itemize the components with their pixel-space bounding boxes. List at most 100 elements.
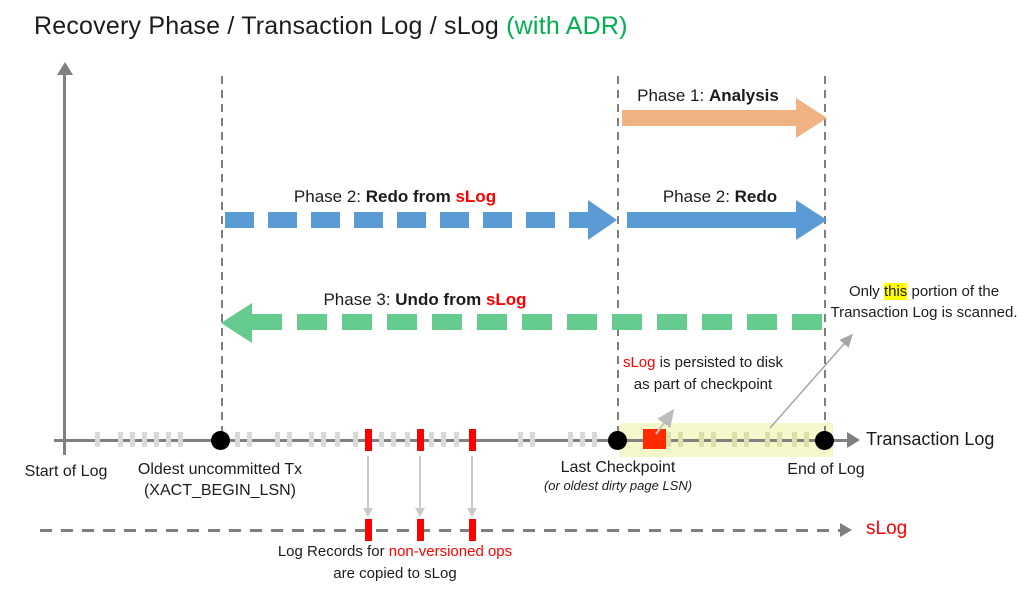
copied-note-red: non-versioned ops — [388, 543, 513, 560]
log-record-tick — [235, 432, 240, 447]
scanned-log-record-tick — [666, 432, 671, 447]
log-record-tick — [405, 432, 410, 447]
checkpoint-line2: (or oldest dirty page LSN) — [543, 478, 693, 493]
slog-line — [40, 529, 840, 532]
phase2-name: Redo — [734, 187, 778, 206]
oldest-tx-line2: (XACT_BEGIN_LSN) — [143, 482, 297, 499]
phase2-prefix: Phase 2: — [662, 187, 735, 206]
log-record-tick — [454, 432, 459, 447]
log-record-tick — [178, 432, 183, 447]
nonversioned-op-tick — [469, 429, 476, 451]
last-checkpoint-label: Last Checkpoint (or oldest dirty page LS… — [535, 457, 701, 494]
log-record-tick — [441, 432, 446, 447]
scanned-log-record-tick — [678, 432, 683, 447]
phase1-name: Analysis — [708, 86, 779, 105]
phase2-arrowhead-icon — [796, 200, 827, 240]
phase3-arrowhead-icon — [221, 303, 252, 343]
copied-note-line2: are copied to sLog — [333, 565, 457, 582]
copied-note-pre: Log Records for — [277, 543, 389, 560]
scanned-log-record-tick — [792, 432, 797, 447]
log-record-tick — [130, 432, 135, 447]
y-axis-line — [63, 74, 66, 455]
phase3-arrow-shaft — [252, 314, 822, 330]
transaction-log-label: Transaction Log — [866, 429, 995, 449]
checkpoint-line1: Last Checkpoint — [560, 459, 676, 476]
log-record-tick — [154, 432, 159, 447]
scanned-log-record-tick — [777, 432, 782, 447]
log-record-tick — [287, 432, 292, 447]
log-record-tick — [391, 432, 396, 447]
oldest-tx-line1: Oldest uncommitted Tx — [137, 461, 303, 478]
start-of-log-label: Start of Log — [24, 463, 108, 480]
phase2-label: Phase 2: Redo — [620, 187, 820, 207]
phase3-slog-red: sLog — [485, 290, 527, 309]
phase2-slog-arrow-shaft — [225, 212, 588, 228]
persist-note-rest: is persisted to disk as part of checkpoi… — [633, 354, 784, 393]
log-record-tick — [142, 432, 147, 447]
phase1-label: Phase 1: Analysis — [612, 86, 804, 106]
copy-to-slog-arrow-icon — [467, 508, 477, 517]
log-record-tick — [247, 432, 252, 447]
copied-to-slog-note: Log Records for non-versioned ops are co… — [245, 541, 545, 585]
log-record-tick — [530, 432, 535, 447]
scanned-log-record-tick — [804, 432, 809, 447]
slog-label: sLog — [866, 518, 908, 539]
phase2-slog-label: Phase 2: Redo from sLog — [200, 187, 590, 207]
log-record-tick — [568, 432, 573, 447]
dot-last-checkpoint — [608, 431, 627, 450]
log-record-tick — [321, 432, 326, 447]
dashed-line-end-of-log — [824, 76, 826, 439]
phase2-slog-red: sLog — [455, 187, 497, 206]
slog-record-tick — [469, 519, 476, 541]
phase3-label: Phase 3: Undo from sLog — [225, 290, 625, 310]
nonversioned-op-tick — [417, 429, 424, 451]
log-record-tick — [580, 432, 585, 447]
copy-to-slog-line — [471, 456, 473, 508]
copy-to-slog-line — [419, 456, 421, 508]
persist-note-slog: sLog — [622, 354, 656, 371]
phase3-prefix: Phase 3: — [323, 290, 396, 309]
scanned-log-record-tick — [699, 432, 704, 447]
scanned-log-record-tick — [765, 432, 770, 447]
title-main: Recovery Phase / Transaction Log / sLog — [34, 12, 507, 40]
log-record-tick — [379, 432, 384, 447]
log-record-tick — [429, 432, 434, 447]
transaction-log-arrow-icon — [847, 432, 860, 448]
nonversioned-op-tick — [365, 429, 372, 451]
end-of-log-label: End of Log — [787, 461, 865, 478]
copy-to-slog-arrow-icon — [415, 508, 425, 517]
dashed-line-oldest-tx — [221, 76, 223, 439]
log-record-tick — [592, 432, 597, 447]
slog-persisted-note: sLog is persisted to disk as part of che… — [615, 352, 791, 396]
log-record-tick — [353, 432, 358, 447]
title-adr: (with ADR) — [506, 12, 628, 40]
log-record-tick — [335, 432, 340, 447]
scanned-note-highlight: this — [883, 283, 908, 300]
log-record-tick — [118, 432, 123, 447]
scanned-log-record-tick — [732, 432, 737, 447]
copy-to-slog-line — [367, 456, 369, 508]
log-record-tick — [309, 432, 314, 447]
phase3-name: Undo from — [395, 290, 486, 309]
copied-note-line1: Log Records for non-versioned ops — [245, 541, 545, 563]
dashed-line-last-checkpoint — [617, 76, 619, 439]
transaction-log-line — [54, 439, 848, 442]
scanned-portion-note: Only this portion of the Transaction Log… — [826, 281, 1022, 323]
slog-persisted-marker — [643, 429, 666, 449]
slog-arrow-icon — [840, 523, 852, 537]
dot-end-of-log — [815, 431, 834, 450]
log-record-tick — [275, 432, 280, 447]
page-title: Recovery Phase / Transaction Log / sLog … — [34, 12, 628, 41]
scanned-log-record-tick — [744, 432, 749, 447]
phase2-slog-arrowhead-icon — [588, 200, 617, 240]
phase1-prefix: Phase 1: — [637, 86, 709, 105]
oldest-uncommitted-tx-label: Oldest uncommitted Tx (XACT_BEGIN_LSN) — [115, 459, 325, 501]
dot-oldest-tx — [211, 431, 230, 450]
copy-to-slog-arrow-icon — [363, 508, 373, 517]
phase1-arrowhead-icon — [796, 98, 827, 138]
log-record-tick — [518, 432, 523, 447]
phase2-slog-prefix: Phase 2: — [293, 187, 366, 206]
phase1-arrow-shaft — [622, 110, 796, 126]
phase2-slog-name: Redo from — [365, 187, 456, 206]
